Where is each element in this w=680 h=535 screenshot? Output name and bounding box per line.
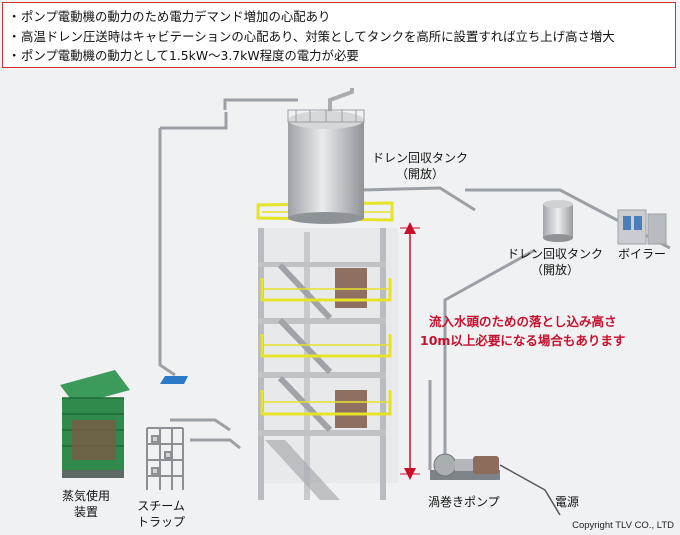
label-pump: 渦巻きポンプ [428,495,500,509]
note-cavitation: ・高温ドレン圧送時はキャビテーションの心配あり、対策としてタンクを高所に設置すれ… [8,28,615,44]
tower-structure [258,228,398,500]
label-small-tank: ドレン回収タンク （開放） [507,247,604,277]
equipment-panel-upper [335,268,367,308]
main-drain-tank [287,109,365,224]
pipe-trap-return [190,438,241,450]
steam-traps [146,427,184,490]
note-demand: ・ポンプ電動機の動力のため電力デマンド増加の心配あり [8,9,331,24]
vent-pipe [328,88,354,112]
railings [256,201,394,416]
pipe-vertical-left [158,128,176,377]
note-power: ・ポンプ電動機の動力として1.5kW～3.7kW程度の電力が必要 [8,48,359,63]
power-cable [499,464,561,516]
label-power: 電源 [555,495,580,509]
label-steam-equipment: 蒸気使用 装置 [62,489,111,519]
label-main-tank: ドレン回収タンク （開放） [372,151,469,181]
pipe-pump-return [443,248,536,463]
centrifugal-pump [430,453,500,480]
small-drain-tank [543,200,573,242]
equipment-panel-lower [335,390,367,428]
drain-pan [160,376,188,384]
pipe-overflow [359,186,476,212]
boiler [617,209,667,245]
label-boiler: ボイラー [618,247,667,261]
steam-equipment [60,370,130,478]
label-steam-trap: スチーム トラップ [137,499,186,529]
pipe-tank-left [160,112,228,130]
copyright: Copyright TLV CO., LTD [572,520,674,531]
pipe-trap-feed [170,418,231,432]
notes-box: ・ポンプ電動機の動力のため電力デマンド増加の心配あり ・高温ドレン圧送時はキャビ… [2,2,676,68]
head-height-callout: 流入水頭のための落とし込み高さ 10m以上必要になる場合もあります [420,314,626,348]
pipe-steam-top [223,98,298,110]
